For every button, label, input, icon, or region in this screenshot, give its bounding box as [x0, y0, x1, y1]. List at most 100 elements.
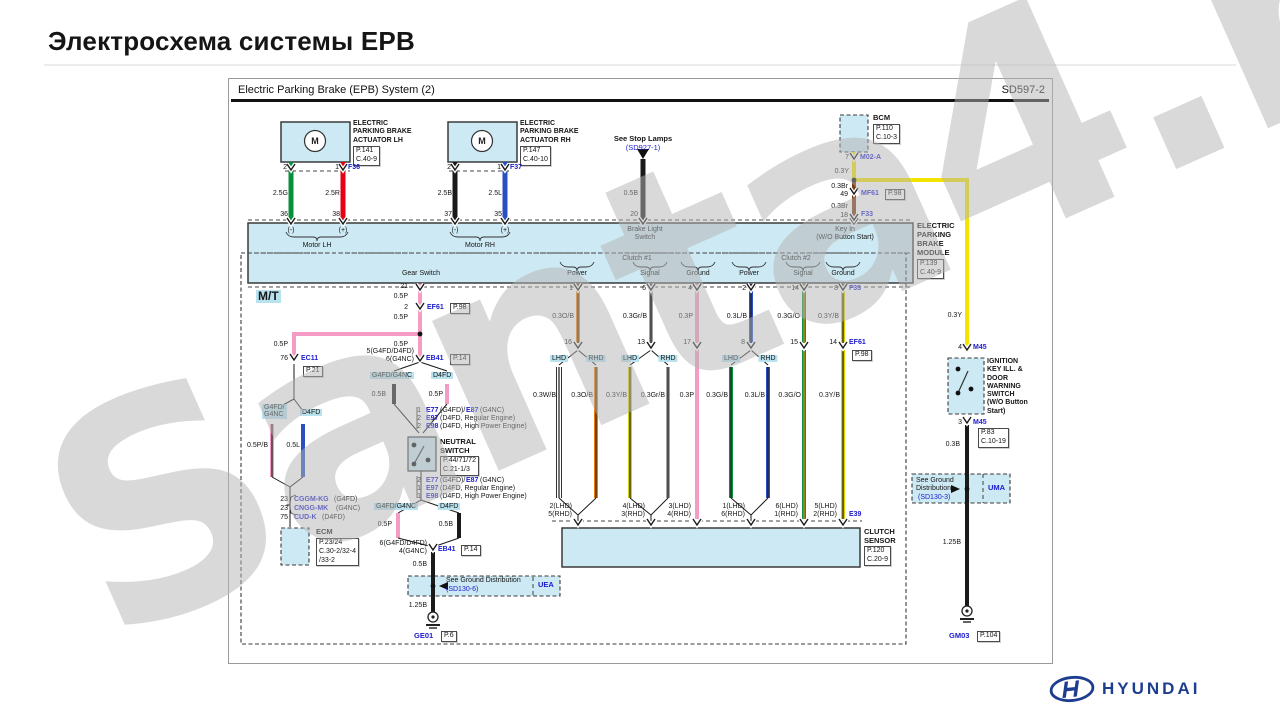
- connector-chevron-icon: [746, 341, 756, 350]
- diagram-title: Electric Parking Brake (EPB) System (2): [238, 84, 435, 96]
- connector-chevron-icon: [573, 283, 583, 292]
- ecm-box: [280, 527, 310, 566]
- diagram-code: SD597-2: [1001, 84, 1045, 96]
- connector-chevron-icon: [289, 353, 299, 362]
- wire: [730, 349, 752, 366]
- wire: [750, 497, 769, 516]
- motor-icon: [303, 129, 327, 153]
- wire: [271, 476, 291, 488]
- connector-chevron-icon: [799, 518, 809, 527]
- wire: [730, 497, 752, 516]
- brace: [731, 261, 767, 272]
- wire-0.3Y-keyill: [854, 178, 969, 346]
- connector-chevron-icon: [962, 416, 972, 425]
- clutch-sensor-box: [561, 527, 861, 568]
- motor-icon: [470, 129, 494, 153]
- brace: [825, 261, 861, 272]
- arrow-icon: [637, 149, 649, 159]
- brace: [680, 261, 716, 272]
- wire: [413, 445, 425, 465]
- connector-chevron-icon: [849, 187, 859, 196]
- connector-chevron-icon: [638, 217, 648, 226]
- wire: [285, 494, 297, 516]
- connector-chevron-icon: [415, 354, 425, 363]
- connector-chevron-icon: [450, 163, 460, 172]
- page-title: Электросхема системы EPB: [48, 26, 415, 56]
- junction-dot: [425, 457, 431, 463]
- connector-chevron-icon: [428, 543, 438, 552]
- connector-chevron-icon: [415, 302, 425, 311]
- connector-chevron-icon: [286, 163, 296, 172]
- wire: [397, 499, 422, 514]
- connector-chevron-icon: [849, 217, 859, 226]
- connector-chevron-icon: [500, 217, 510, 226]
- brand-wordmark: HYUNDAI: [1102, 679, 1201, 698]
- junction-dot: [955, 390, 961, 396]
- diagram-header-rule: [231, 99, 1049, 102]
- connector-chevron-icon: [646, 341, 656, 350]
- neutral-switch-box: [407, 436, 437, 472]
- wire: [957, 370, 969, 394]
- wire: [393, 361, 421, 372]
- uea-ground-ref-box: [407, 575, 561, 597]
- connector-chevron-icon: [692, 283, 702, 292]
- wire: [393, 403, 420, 434]
- connector-chevron-icon: [838, 283, 848, 292]
- wire: [629, 349, 652, 366]
- wire: [397, 537, 434, 548]
- arrow-icon: [951, 485, 960, 493]
- junction-dot: [417, 331, 423, 337]
- junction-dot: [411, 461, 417, 467]
- wire: [650, 349, 669, 366]
- wire: [289, 476, 304, 488]
- connector-chevron-icon: [415, 283, 425, 292]
- junction-dot: [955, 366, 961, 372]
- wire: [750, 349, 769, 366]
- connector-chevron-icon: [838, 518, 848, 527]
- connector-chevron-icon: [692, 518, 702, 527]
- connector-chevron-icon: [746, 283, 756, 292]
- connector-chevron-icon: [646, 518, 656, 527]
- wire: [650, 497, 669, 516]
- connector-chevron-icon: [962, 343, 972, 352]
- connector-chevron-icon: [838, 341, 848, 350]
- title-divider: [44, 64, 1236, 66]
- connector-chevron-icon: [338, 217, 348, 226]
- connector-chevron-icon: [573, 518, 583, 527]
- connector-chevron-icon: [573, 341, 583, 350]
- mt-dashed-region: [240, 252, 907, 645]
- wire-0.5P-branch: [292, 332, 420, 356]
- connector-chevron-icon: [692, 341, 702, 350]
- connector-chevron-icon: [338, 163, 348, 172]
- brace: [632, 261, 668, 272]
- connector-chevron-icon: [799, 341, 809, 350]
- wire: [577, 349, 597, 366]
- wire: [422, 403, 448, 434]
- brace: [559, 261, 595, 272]
- connector-chevron-icon: [500, 163, 510, 172]
- brace: [285, 231, 349, 242]
- wire: [420, 499, 460, 514]
- ignition-switch-box: [947, 357, 985, 415]
- brace: [785, 261, 821, 272]
- wire: [293, 398, 304, 412]
- ground-dot: [965, 609, 969, 613]
- wire: [271, 398, 295, 412]
- arrow-icon: [439, 582, 448, 590]
- hyundai-logo-icon: [1049, 675, 1095, 703]
- connector-chevron-icon: [849, 152, 859, 161]
- connector-chevron-icon: [746, 518, 756, 527]
- connector-chevron-icon: [799, 283, 809, 292]
- wire: [629, 497, 652, 516]
- junction-dot: [430, 583, 436, 589]
- junction-dot: [968, 386, 974, 392]
- junction-dot: [411, 442, 417, 448]
- ground-dot: [431, 615, 435, 619]
- motor-label: M: [478, 136, 486, 146]
- junction-dot: [851, 177, 857, 183]
- uma-ground-ref-box: [911, 473, 1011, 504]
- bcm-box: [839, 114, 869, 153]
- wire: [419, 361, 448, 372]
